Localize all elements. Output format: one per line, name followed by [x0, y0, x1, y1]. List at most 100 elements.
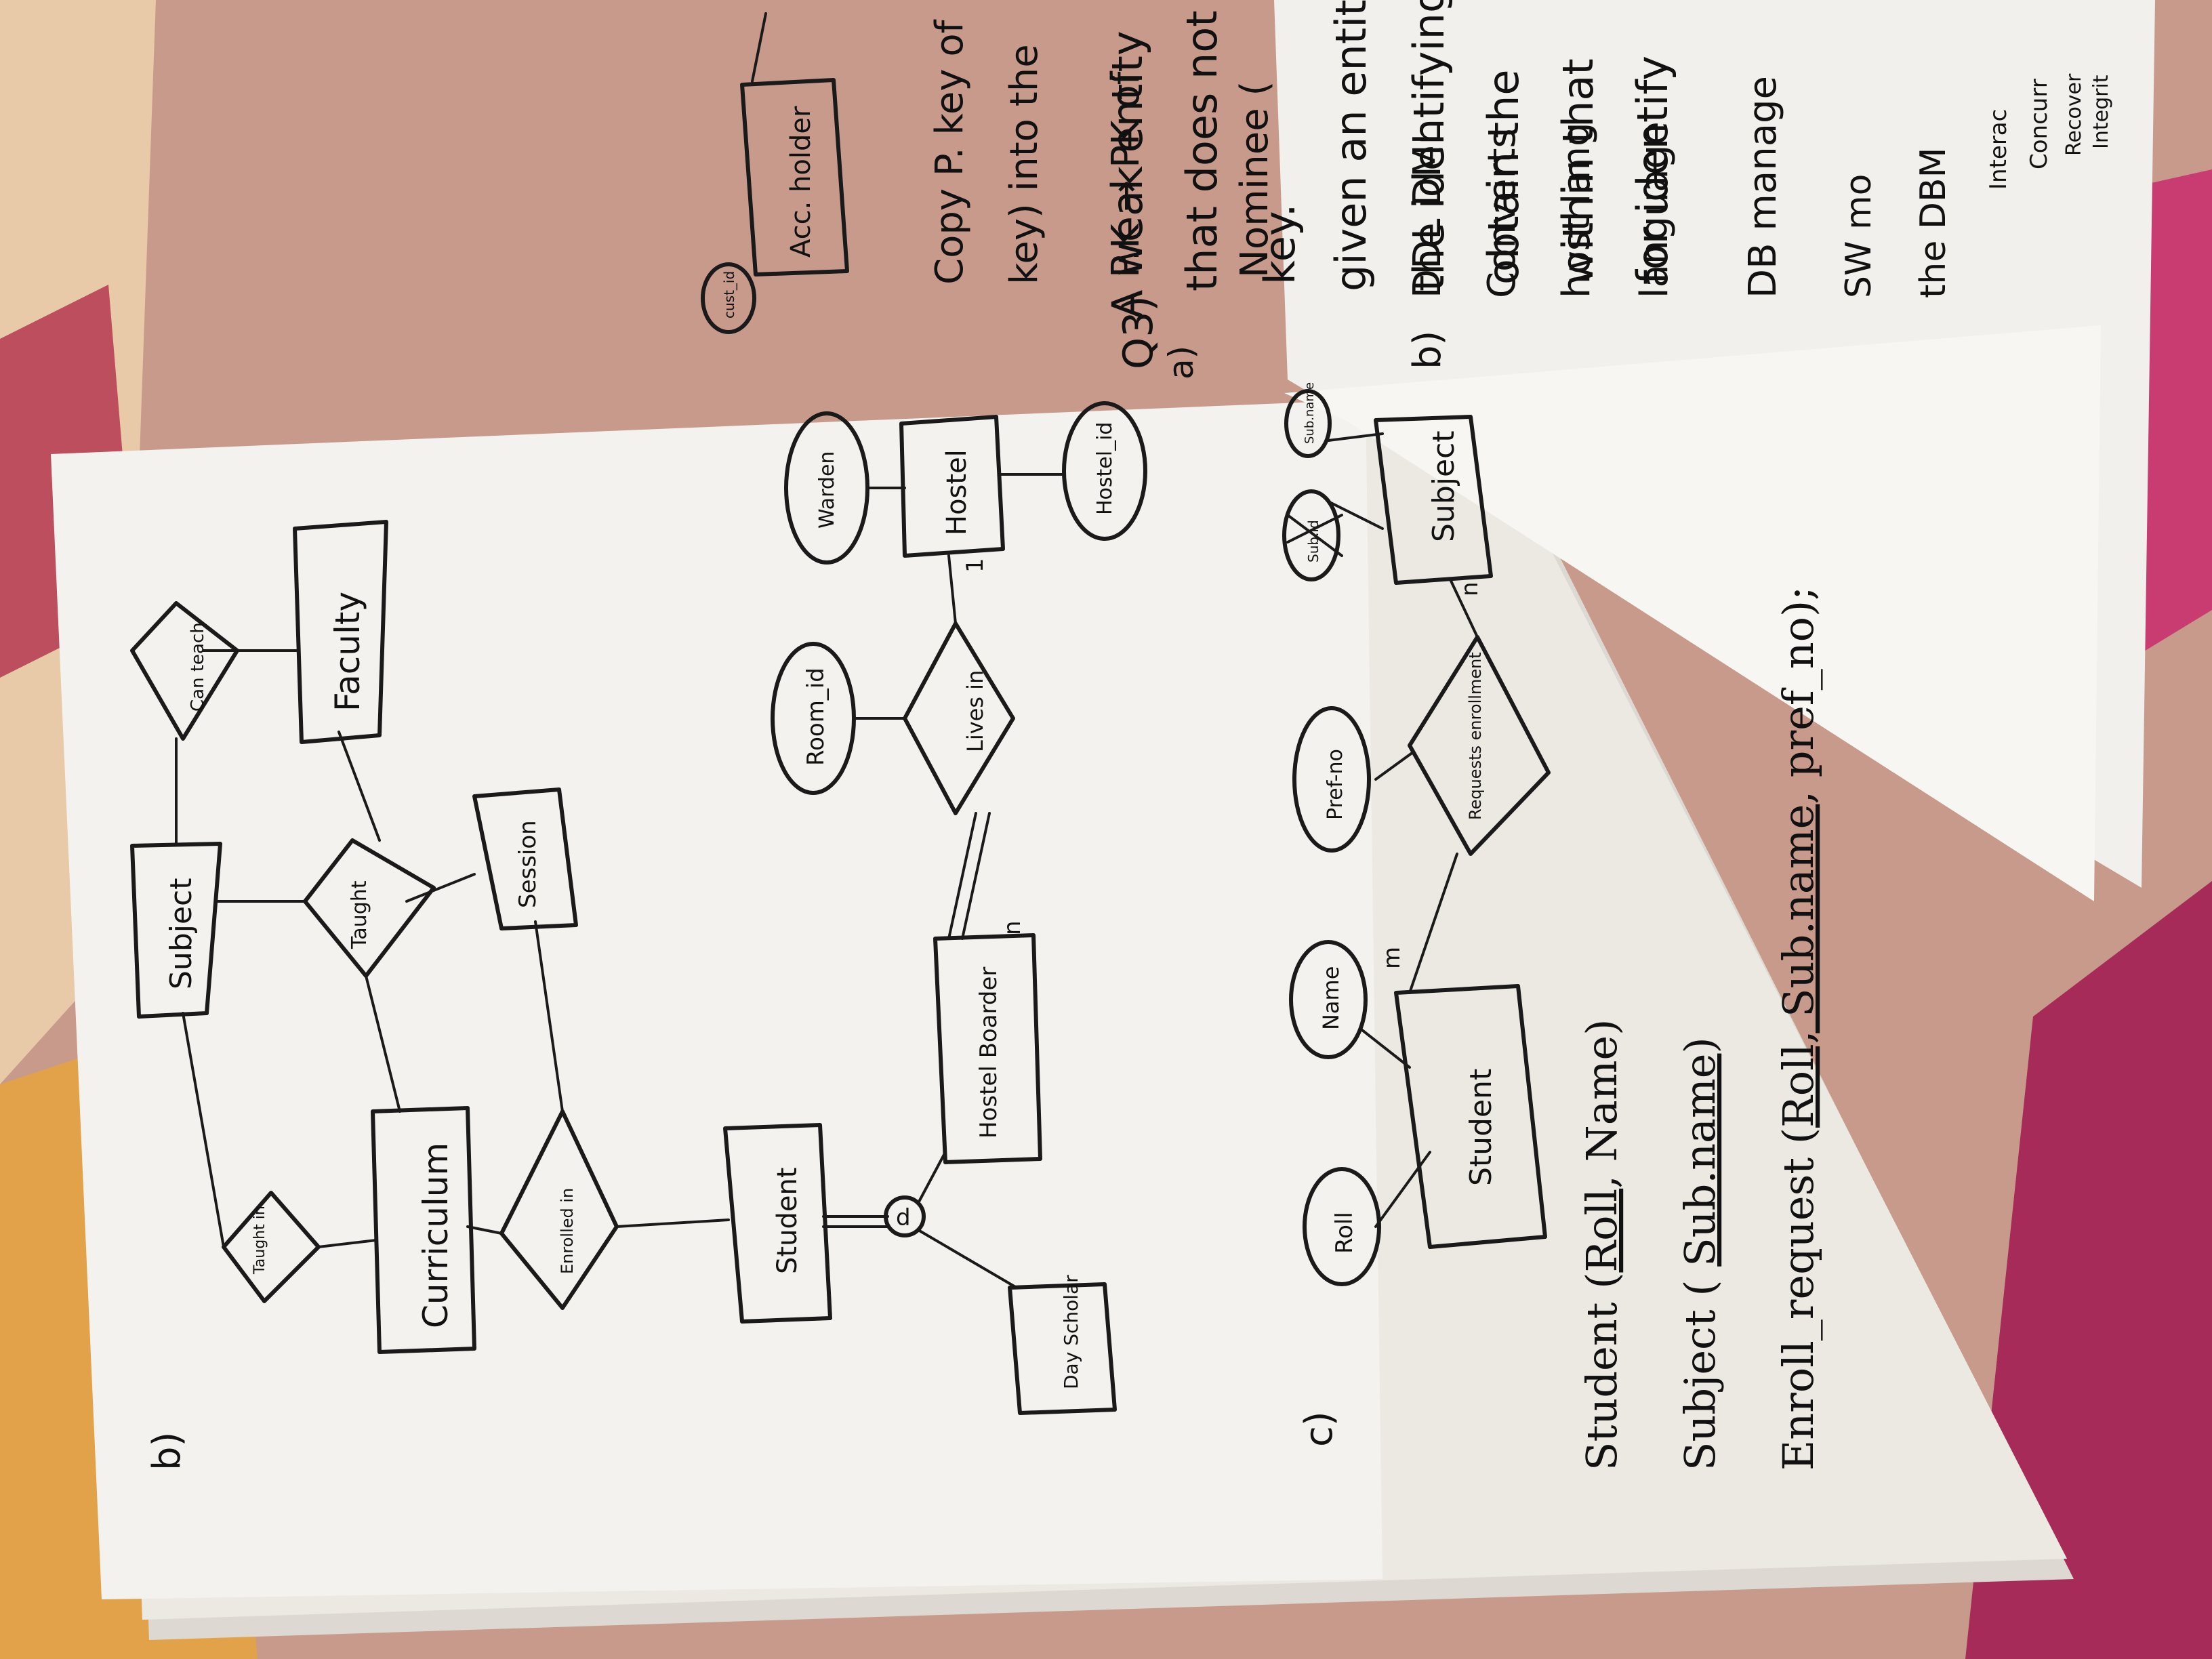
- right-bullet-3: Integrit: [2089, 75, 2113, 149]
- entity-student-2-label: Student: [1464, 1069, 1498, 1186]
- attr-name-label: Name: [1318, 966, 1344, 1030]
- left-page: [51, 400, 1382, 1599]
- line-taught-curriculum: [365, 975, 401, 1113]
- line-accholder-up: [751, 12, 767, 83]
- attr-roll: [1303, 1167, 1381, 1286]
- strike-marks: [1286, 500, 1384, 557]
- line-d-hostelboarder: [917, 1151, 947, 1204]
- right-line-5: obtain the: [1479, 69, 1528, 285]
- right-bullet-2: Recover: [2062, 73, 2086, 156]
- q3-label: Q3): [1115, 295, 1162, 369]
- right-bullet-0: Interac: [1985, 109, 2012, 190]
- right-b-line-0: DDL DML: [1406, 123, 1450, 298]
- entity-hostel: [899, 415, 1005, 558]
- schema-student: Student (Roll, Name): [1577, 1019, 1626, 1471]
- schema-enroll-request: Enroll_request (Roll, Sub.name, pref_no)…: [1774, 586, 1823, 1471]
- line-curriculum-enrolled: [466, 1225, 503, 1235]
- right-line-0: A weak entity: [1103, 30, 1152, 319]
- right-note-3: Nominee (: [1233, 81, 1277, 278]
- attr-sub-id-struck: [1282, 489, 1340, 581]
- entity-student-label: Student: [772, 1168, 803, 1274]
- right-b-line-1: Converts: [1480, 128, 1524, 298]
- entity-acc-holder: [740, 78, 849, 276]
- entity-curriculum-label: Curriculum: [416, 1143, 455, 1328]
- entity-subject-label: Subject: [164, 878, 199, 989]
- part-b-label-right: b): [1406, 331, 1450, 369]
- right-line-6: within that: [1553, 58, 1603, 285]
- entity-faculty: [293, 520, 388, 744]
- attr-cust-id: [701, 262, 756, 334]
- line-livesin-hostel: [947, 554, 957, 625]
- rel-taught-in-label: Taught in: [251, 1206, 268, 1275]
- er-diagram-2: Roll Name Student Pref-no Requests enrol…: [1282, 382, 1551, 1286]
- right-dbms-line: the DBM: [1913, 148, 1954, 298]
- line-name-student: [1361, 1029, 1411, 1069]
- cardinality-1: 1: [962, 558, 989, 573]
- right-note-1: key) into the: [1002, 44, 1046, 285]
- entity-acc-holder-label: Acc. holder: [785, 106, 817, 258]
- attr-pref-no-label: Pref-no: [1324, 749, 1347, 820]
- right-line-7: for identify: [1628, 56, 1677, 285]
- fabric-patch-magenta: [1965, 881, 2212, 1659]
- right-b-line-2: host lang: [1555, 122, 1599, 298]
- attr-pref-no: [1292, 706, 1371, 853]
- rel-requests-enrollment: [1408, 635, 1551, 856]
- entity-day-scholar: [1008, 1282, 1117, 1415]
- line-taughtin-curriculum: [317, 1239, 377, 1248]
- right-note-2: P.K → PK of: [1104, 70, 1148, 278]
- part-c-label: c): [1297, 1411, 1341, 1447]
- part-b-label-left: b): [145, 1432, 189, 1471]
- schema-subject: Subject ( Sub.name): [1675, 1037, 1725, 1471]
- er-diagram-1: Subject Can teach Faculty Taught Session…: [130, 401, 1147, 1415]
- entity-student: [723, 1123, 832, 1324]
- right-bullet-1: Concurr: [2026, 79, 2053, 169]
- relational-schemas: Student (Roll, Name) Subject ( Sub.name)…: [1577, 586, 1823, 1471]
- attr-name: [1289, 940, 1368, 1059]
- line-d-dayscholar: [917, 1229, 1018, 1289]
- entity-subject-2-label: Subject: [1427, 431, 1461, 542]
- entity-hostel-boarder: [933, 933, 1042, 1164]
- entity-session-label: Session: [514, 820, 541, 908]
- attr-sub-name: [1284, 389, 1332, 458]
- line-subname-subject: [1327, 432, 1384, 442]
- right-sw-line: SW mo: [1839, 174, 1879, 298]
- attr-hostel-id-label: Hostel_id: [1093, 422, 1117, 515]
- entity-curriculum: [371, 1106, 476, 1354]
- part-a-label: a): [1162, 346, 1201, 380]
- line-student-req: [1408, 853, 1458, 994]
- disjoint-label: d: [896, 1204, 911, 1231]
- attr-warden-label: Warden: [815, 451, 839, 529]
- right-line-4: the identifying: [1404, 0, 1454, 291]
- entity-hostel-boarder-label: Hostel Boarder: [975, 967, 1002, 1139]
- rel-taught: [303, 838, 436, 978]
- line-student-d: [822, 1215, 889, 1228]
- cardinality-n-2: n: [1456, 581, 1483, 596]
- line-req-subject: [1449, 578, 1479, 638]
- line-enrolled-student: [615, 1218, 730, 1228]
- attr-sub-name-label: Sub.name: [1303, 382, 1317, 444]
- line-subject-taughtin: [182, 1012, 225, 1248]
- entity-hostel-label: Hostel: [941, 449, 972, 535]
- rel-lives-in: [903, 621, 1015, 815]
- rel-taught-label: Taught: [348, 880, 371, 949]
- rel-enrolled-in-label: Enrolled in: [558, 1188, 577, 1274]
- cardinality-n-1: n: [999, 920, 1026, 935]
- entity-subject: [130, 842, 222, 1019]
- right-dbm-line: DB manage: [1741, 76, 1785, 298]
- line-prefno-req: [1374, 751, 1414, 781]
- attr-cust-id-label: cust_id: [721, 271, 737, 319]
- entity-student-2: [1394, 984, 1547, 1249]
- rel-lives-in-label: Lives in: [962, 670, 988, 752]
- right-b-line-3: language: [1633, 121, 1677, 298]
- entity-faculty-label: Faculty: [328, 592, 367, 712]
- line-session-enrolled: [534, 920, 564, 1113]
- right-line-1: that does not: [1177, 10, 1227, 291]
- rel-requests-enrollment-label: Requests enrollment: [1466, 652, 1485, 820]
- cardinality-m: m: [1378, 947, 1406, 969]
- attr-room-id-label: Room_id: [802, 668, 830, 766]
- entity-day-scholar-label: Day Scholar: [1060, 1275, 1082, 1389]
- line-taught-faculty: [337, 731, 381, 842]
- right-note-0: Copy P. key of: [928, 19, 972, 285]
- right-page-lower: [1284, 325, 2101, 901]
